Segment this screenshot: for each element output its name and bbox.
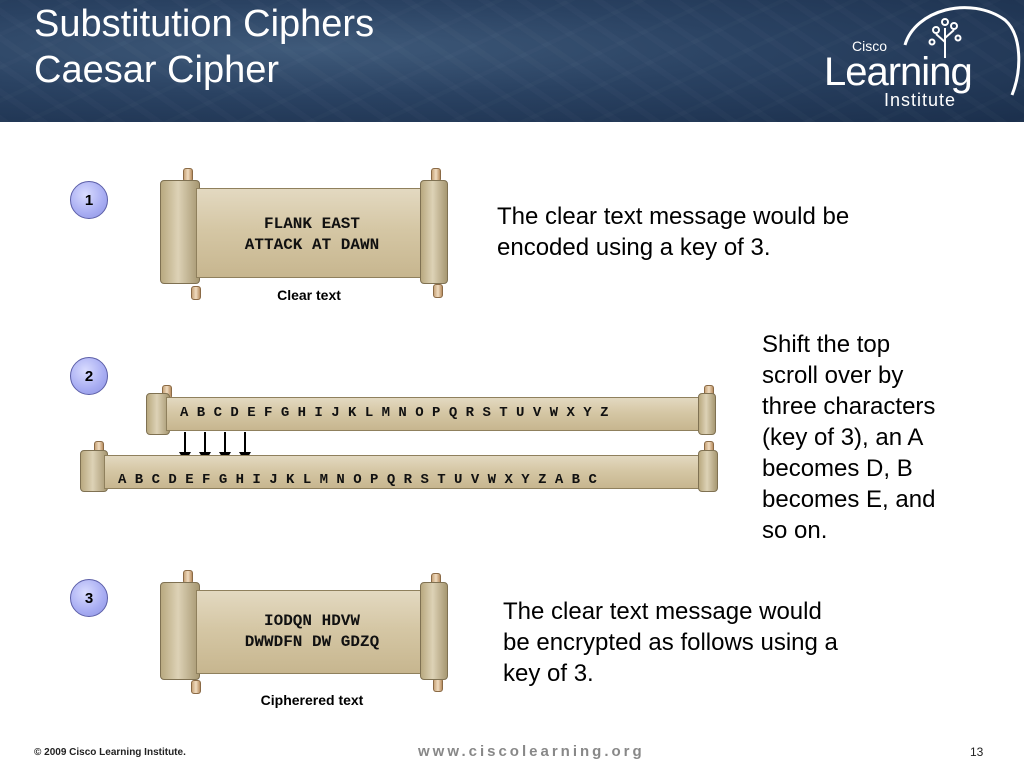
header-banner: Substitution Ciphers Caesar Cipher Cisco… — [0, 0, 1024, 122]
step-2-badge: 2 — [70, 357, 108, 395]
scroll-parchment — [104, 455, 704, 489]
scroll-parchment — [166, 397, 702, 431]
scroll-roll-right — [420, 180, 448, 284]
clear-text-line-1: FLANK EAST — [263, 215, 360, 233]
description-line: Shift the top — [762, 331, 891, 358]
description-line: becomes E, and — [762, 486, 936, 513]
logo-cisco-text: Cisco — [852, 38, 888, 54]
step-3-badge: 3 — [70, 579, 108, 617]
scroll-knob — [433, 678, 443, 692]
shift-arrow — [199, 432, 211, 462]
cipher-text-caption: Cipherered text — [260, 692, 364, 708]
top-alphabet: A B C D E F G H I J K L M N O P Q R S T … — [180, 405, 609, 421]
page-number: 13 — [970, 745, 984, 759]
description-line: The clear text message would be — [497, 203, 850, 230]
copyright-text: © 2009 Cisco Learning Institute. — [34, 747, 186, 758]
description-line: so on. — [762, 517, 828, 544]
scroll-knob — [433, 284, 443, 298]
description-line: The clear text message would — [503, 598, 822, 625]
scroll-roll-right — [698, 393, 716, 435]
logo-learning-text: Learning — [824, 50, 973, 94]
scroll-roll-right — [698, 450, 718, 492]
description-line: encoded using a key of 3. — [497, 234, 771, 261]
header-texture — [0, 0, 1024, 122]
description-line: be encrypted as follows using a — [503, 629, 838, 656]
logo-institute-text: Institute — [884, 90, 957, 110]
slide-title: Substitution Ciphers — [34, 3, 375, 45]
cipher-text-line-1: IODQN HDVW — [263, 612, 360, 630]
scroll-roll-left — [160, 582, 200, 680]
description-line: becomes D, B — [762, 455, 913, 482]
shift-arrow — [219, 432, 231, 462]
scroll-roll-right — [420, 582, 448, 680]
description-line: (key of 3), an A — [762, 424, 924, 451]
step-1-badge: 1 — [70, 181, 108, 219]
logo-arc-icon — [903, 6, 1021, 96]
description-line: scroll over by — [762, 362, 904, 389]
clear-text-caption: Clear text — [277, 287, 341, 303]
tree-icon — [928, 18, 962, 58]
bottom-alphabet: A B C D E F G H I J K L M N O P Q R S T … — [118, 472, 597, 488]
scroll-parchment — [196, 590, 426, 674]
description-line: key of 3. — [503, 660, 594, 687]
shift-arrow — [179, 432, 191, 462]
scroll-knob — [191, 680, 201, 694]
slide-subtitle: Caesar Cipher — [34, 49, 279, 91]
clear-text-line-2: ATTACK AT DAWN — [244, 236, 380, 254]
footer-url: www.ciscolearning.org — [418, 743, 645, 760]
scroll-knob — [191, 286, 201, 300]
cipher-text-line-2: DWWDFN DW GDZQ — [244, 633, 380, 651]
scroll-parchment — [196, 188, 426, 278]
shift-arrow — [239, 432, 251, 462]
description-line: three characters — [762, 393, 936, 420]
scroll-roll-left — [160, 180, 200, 284]
